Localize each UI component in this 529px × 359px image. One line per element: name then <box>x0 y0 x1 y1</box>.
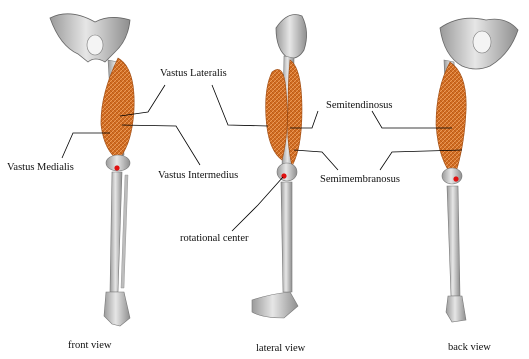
lateral-foot <box>252 292 298 318</box>
leader-vastus-medialis <box>62 133 110 158</box>
label-vastus-lateralis: Vastus Lateralis <box>160 69 227 80</box>
label-semimembranosus: Semimembranosus <box>320 175 400 186</box>
back-tibia <box>447 186 460 296</box>
caption-lateral-view: lateral view <box>256 344 305 355</box>
leader-rotational-center <box>232 177 283 231</box>
front-tibia <box>110 172 122 292</box>
front-quadriceps-muscle <box>101 58 134 160</box>
front-fibula <box>121 175 128 288</box>
back-hamstring-muscle <box>436 62 466 178</box>
caption-front-view: front view <box>68 341 111 352</box>
leader-vastus-lateralis-lateral <box>212 85 268 126</box>
label-vastus-intermedius: Vastus Intermedius <box>158 171 238 182</box>
lateral-quadriceps-muscle <box>266 69 288 160</box>
label-semitendinosus: Semitendinosus <box>326 101 393 112</box>
lateral-pelvis <box>276 15 307 59</box>
leader-vastus-intermedius <box>122 125 200 165</box>
lateral-knee <box>277 163 297 181</box>
back-foot <box>446 296 466 322</box>
leader-semimembranosus-lateral <box>294 150 338 170</box>
label-rotational-center: rotational center <box>180 234 249 245</box>
front-pelvis <box>50 14 130 62</box>
lateral-view-model <box>252 15 307 319</box>
front-rotational-center-dot <box>114 165 119 170</box>
back-knee <box>442 168 462 184</box>
front-foot <box>104 292 130 326</box>
lateral-tibia <box>281 182 292 292</box>
caption-back-view: back view <box>448 343 491 354</box>
back-rotational-center-dot <box>453 176 458 181</box>
label-vastus-medialis: Vastus Medialis <box>7 163 74 174</box>
back-view-model <box>436 18 518 322</box>
